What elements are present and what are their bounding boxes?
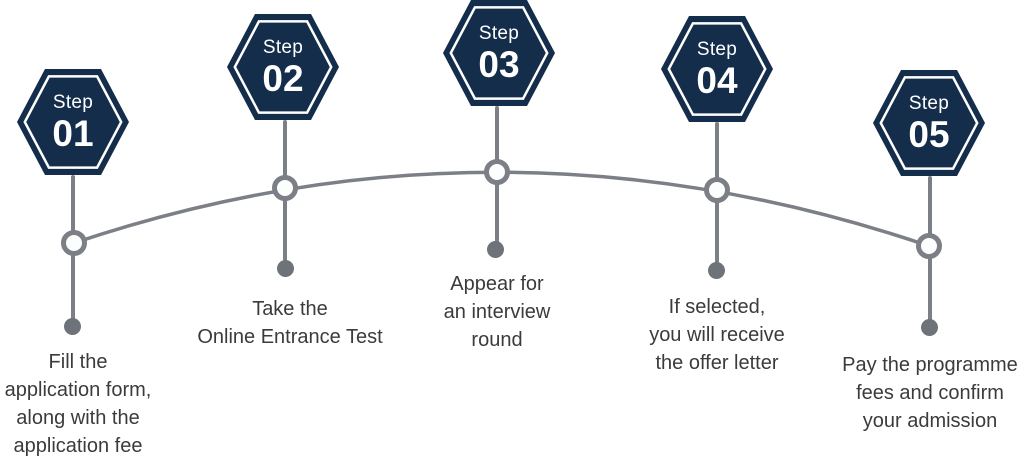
timeline-dot — [487, 241, 504, 258]
step-hexagon-5: Step 05 — [873, 70, 985, 176]
step-label: Step — [908, 93, 950, 114]
step-description-3: Appear for an interview round — [443, 273, 551, 351]
step-description-2: Take the Online Entrance Test — [197, 298, 383, 348]
hexagon-shape — [661, 16, 773, 122]
timeline-dot — [277, 260, 294, 277]
step-number: 03 — [478, 44, 520, 85]
timeline-node — [916, 233, 942, 259]
hexagon-shape — [443, 0, 555, 106]
step-number: 05 — [908, 114, 950, 155]
timeline-node — [704, 177, 730, 203]
timeline-dot — [708, 262, 725, 279]
hexagon-shape — [873, 70, 985, 176]
step-description-1: Fill the application form, along with th… — [4, 351, 152, 457]
step-number: 01 — [52, 113, 94, 154]
step-label: Step — [262, 37, 304, 58]
timeline-dot — [921, 319, 938, 336]
hexagon-shape — [17, 69, 129, 175]
step-description-5: Pay the programme fees and confirm your … — [842, 354, 1018, 432]
hexagon-shape — [227, 14, 339, 120]
step-number: 02 — [262, 58, 304, 99]
step-hexagon-3: Step 03 — [443, 0, 555, 106]
step-number: 04 — [696, 60, 738, 101]
step-hexagon-2: Step 02 — [227, 14, 339, 120]
step-label: Step — [696, 39, 738, 60]
timeline-node — [484, 159, 510, 185]
step-hexagon-1: Step 01 — [17, 69, 129, 175]
step-hexagon-4: Step 04 — [661, 16, 773, 122]
step-label: Step — [478, 23, 520, 44]
step-label: Step — [52, 92, 94, 113]
timeline-dot — [64, 318, 81, 335]
step-description-4: If selected, you will receive the offer … — [649, 296, 785, 374]
timeline-node — [272, 175, 298, 201]
timeline-node — [61, 230, 87, 256]
